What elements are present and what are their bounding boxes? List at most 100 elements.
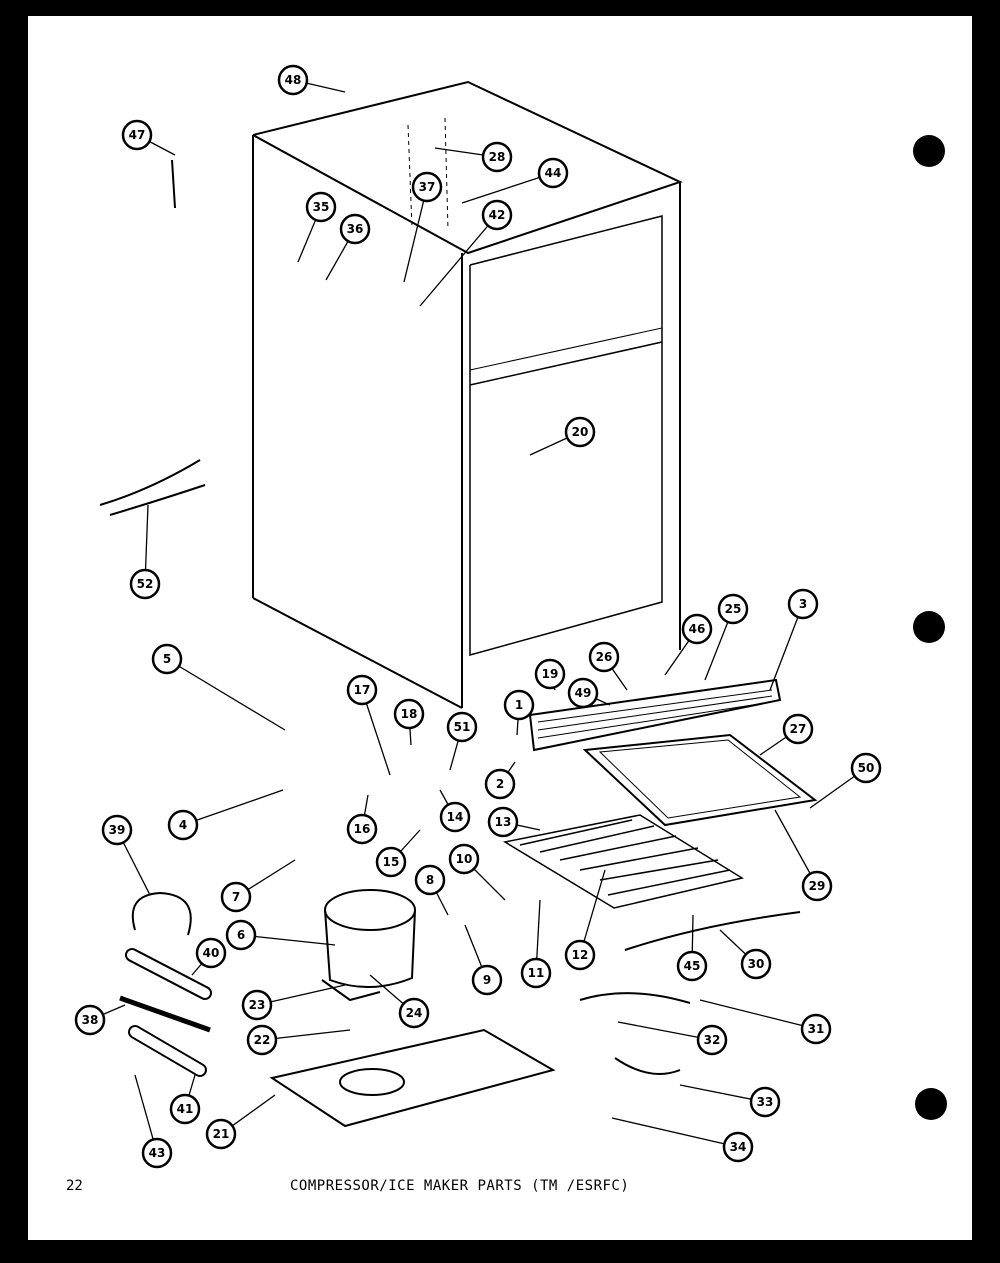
callout-label: 27 — [790, 722, 807, 736]
callout-42: 42 — [481, 199, 513, 231]
callout-1: 1 — [503, 689, 535, 721]
callout-40: 40 — [195, 937, 227, 969]
callout-2: 2 — [484, 768, 516, 800]
callout-circle — [220, 881, 252, 913]
callout-circle — [74, 1004, 106, 1036]
callouts: 4847284437423536205232546264919122750132… — [74, 64, 882, 1169]
callout-circle — [564, 939, 596, 971]
callout-circle — [564, 416, 596, 448]
page-caption: COMPRESSOR/ICE MAKER PARTS (TM /ESRFC) — [290, 1178, 630, 1194]
callout-circle — [439, 801, 471, 833]
callout-35: 35 — [305, 191, 337, 223]
callout-label: 49 — [575, 686, 592, 700]
cabinet — [252, 80, 683, 709]
callout-48: 48 — [277, 64, 309, 96]
toe-grille — [528, 678, 782, 752]
callout-label: 46 — [689, 622, 706, 636]
callout-label: 51 — [454, 720, 471, 734]
callout-label: 18 — [401, 707, 418, 721]
callout-34: 34 — [722, 1131, 754, 1163]
base-plate — [269, 1028, 556, 1128]
callout-label: 6 — [237, 928, 245, 942]
leader-line — [419, 214, 498, 307]
callout-51: 51 — [446, 711, 478, 743]
callout-44: 44 — [537, 157, 569, 189]
callout-9: 9 — [471, 964, 503, 996]
callout-52: 52 — [129, 568, 161, 600]
callout-22: 22 — [246, 1024, 278, 1056]
wire-harness — [99, 459, 201, 506]
callout-label: 29 — [809, 879, 826, 893]
callout-label: 10 — [456, 852, 473, 866]
wire-harness — [171, 159, 176, 209]
callout-26: 26 — [588, 641, 620, 673]
callout-label: 11 — [528, 966, 545, 980]
callout-circle — [740, 948, 772, 980]
callout-circle — [393, 698, 425, 730]
callout-label: 30 — [748, 957, 765, 971]
callout-7: 7 — [220, 881, 252, 913]
leader-line — [240, 934, 336, 946]
callout-circle — [800, 1013, 832, 1045]
callout-label: 15 — [383, 855, 400, 869]
filter-dryers — [119, 948, 212, 1077]
callout-label: 2 — [496, 777, 504, 791]
callout-41: 41 — [169, 1093, 201, 1125]
callout-25: 25 — [717, 593, 749, 625]
callout-circle — [471, 964, 503, 996]
callout-circle — [717, 593, 749, 625]
callout-label: 32 — [704, 1033, 721, 1047]
callout-circle — [481, 199, 513, 231]
callout-4: 4 — [167, 809, 199, 841]
callout-label: 48 — [285, 73, 302, 87]
registration-mark — [915, 1088, 947, 1120]
callout-28: 28 — [481, 141, 513, 173]
callout-circle — [696, 1024, 728, 1056]
dashed-guide — [407, 124, 413, 229]
condenser-coil — [502, 814, 744, 909]
callout-label: 44 — [545, 166, 562, 180]
callout-circle — [676, 950, 708, 982]
callout-circle — [167, 809, 199, 841]
callout-circle — [520, 957, 552, 989]
callout-label: 50 — [858, 761, 875, 775]
callout-50: 50 — [850, 752, 882, 784]
callout-29: 29 — [801, 870, 833, 902]
callout-8: 8 — [414, 864, 446, 896]
tube — [579, 992, 691, 1004]
callout-circle — [339, 213, 371, 245]
callout-circle — [481, 141, 513, 173]
callout-circle — [503, 689, 535, 721]
callout-label: 1 — [515, 698, 523, 712]
callout-21: 21 — [205, 1118, 237, 1150]
callout-label: 12 — [572, 948, 589, 962]
callout-39: 39 — [101, 814, 133, 846]
callout-3: 3 — [787, 588, 819, 620]
callout-circle — [241, 989, 273, 1021]
callout-15: 15 — [375, 846, 407, 878]
callout-circle — [414, 864, 446, 896]
leader-line — [769, 603, 804, 691]
callout-31: 31 — [800, 1013, 832, 1045]
callout-30: 30 — [740, 948, 772, 980]
callout-24: 24 — [398, 997, 430, 1029]
drip-tray — [582, 733, 818, 827]
callout-10: 10 — [448, 843, 480, 875]
tubing-loop — [131, 891, 192, 936]
callout-label: 3 — [799, 597, 807, 611]
registration-mark — [913, 611, 945, 643]
callout-label: 8 — [426, 873, 434, 887]
callout-circle — [346, 813, 378, 845]
callout-label: 16 — [354, 822, 371, 836]
callout-circle — [411, 171, 443, 203]
callout-circle — [446, 711, 478, 743]
callout-label: 5 — [163, 652, 171, 666]
callout-19: 19 — [534, 658, 566, 690]
callout-circle — [484, 768, 516, 800]
callout-circle — [141, 1137, 173, 1169]
callout-circle — [537, 157, 569, 189]
callout-label: 33 — [757, 1095, 774, 1109]
callout-label: 41 — [177, 1102, 194, 1116]
callout-17: 17 — [346, 674, 378, 706]
